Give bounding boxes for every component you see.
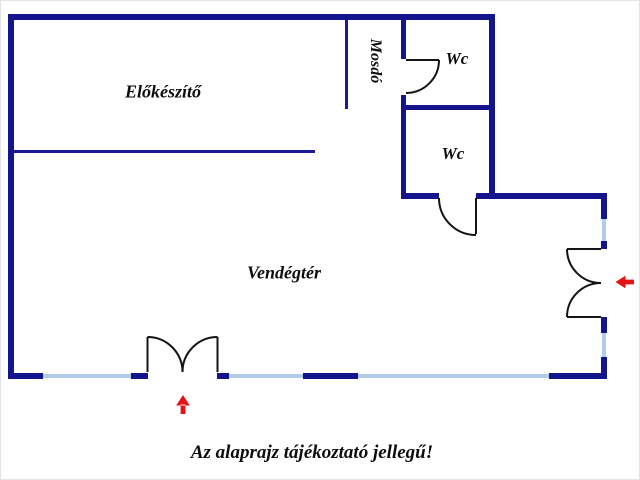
wall-wc-left-lower	[401, 105, 406, 193]
caption: Az alaprajz tájékoztató jellegű!	[190, 442, 434, 463]
room-label-wc-upper: Wc	[445, 49, 469, 68]
wall-mosdo-divider	[345, 20, 348, 109]
window-bottom-2	[229, 374, 303, 378]
wall-wc-divider	[401, 105, 495, 110]
entrance-door-right-leaf-arc	[181, 336, 219, 373]
window-right-1	[602, 219, 606, 241]
room-label-mosdo: Mosdó	[367, 38, 384, 84]
wall-bottom-seg-3	[217, 373, 229, 379]
wall-top	[8, 14, 495, 20]
wc-upper-door-arc	[405, 59, 440, 94]
wall-wc-bottom-left	[401, 193, 439, 199]
wall-right-seg-4	[601, 357, 607, 379]
window-bottom-3	[358, 374, 549, 378]
wall-wc-left-stub	[401, 95, 406, 106]
entrance-door-left-leaf-arc	[146, 336, 184, 373]
wall-wc-left-upper	[401, 20, 406, 59]
wall-bottom-seg-2	[131, 373, 148, 379]
wall-left	[8, 14, 14, 379]
window-bottom-1	[43, 374, 131, 378]
wall-right-seg-2	[601, 241, 607, 249]
room-label-vendegter: Vendégtér	[247, 262, 321, 283]
wall-bottom-seg-1	[8, 373, 43, 379]
wall-elokeszito-divider	[12, 150, 315, 153]
entrance-arrow-up-icon	[176, 395, 190, 414]
wall-bottom-seg-5	[549, 373, 607, 379]
side-door-lower-leaf-arc	[566, 282, 602, 318]
wall-upper-right	[476, 193, 607, 199]
room-label-wc-lower: Wc	[441, 144, 465, 163]
wall-right-seg-3	[601, 317, 607, 333]
room-label-elokeszito: Előkészítő	[124, 81, 202, 102]
wc-lower-door-arc	[438, 197, 477, 236]
side-door-upper-leaf-arc	[566, 248, 602, 284]
wall-right-seg-1	[601, 194, 607, 219]
entrance-arrow-left-icon	[615, 275, 634, 289]
wall-bottom-seg-4	[303, 373, 358, 379]
window-right-2	[602, 333, 606, 357]
